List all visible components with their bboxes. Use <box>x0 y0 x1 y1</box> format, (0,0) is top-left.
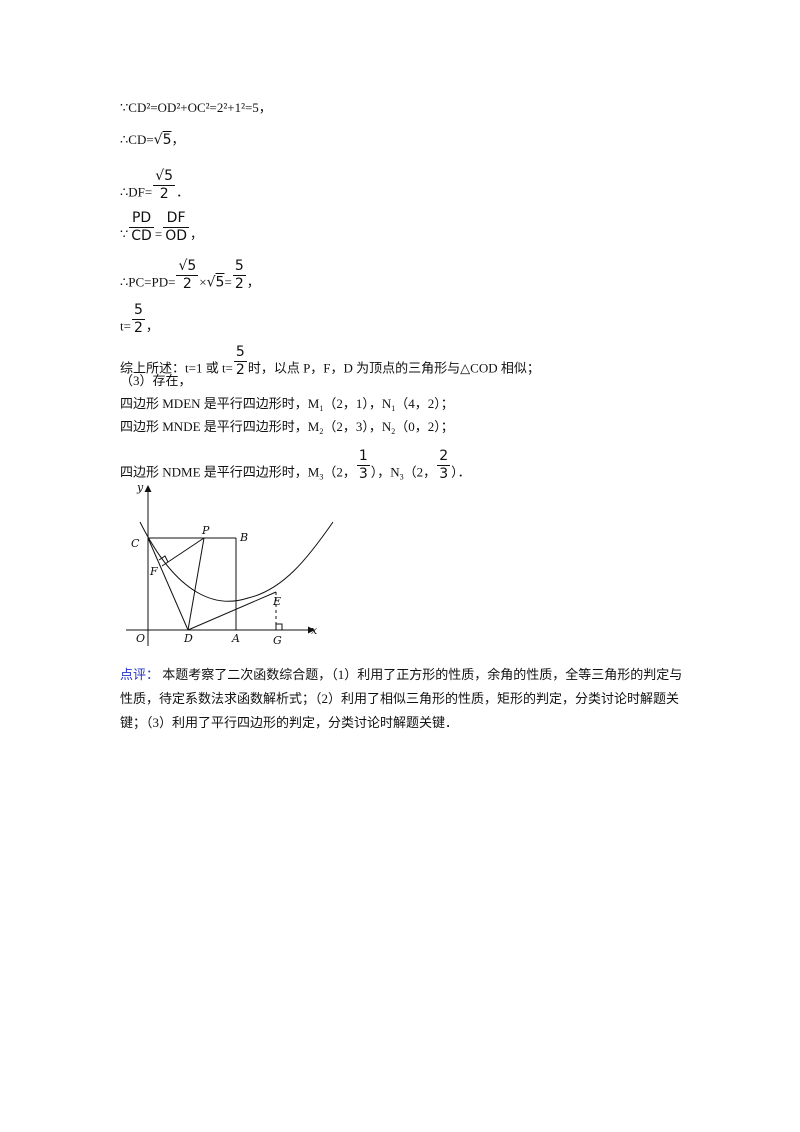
label-p: P <box>201 524 210 537</box>
label-g: G <box>273 634 282 647</box>
line-m1-n1: 四边形 MDEN 是平行四边形时，M1（2，1），N1（4，2）； <box>120 396 454 413</box>
line-cd-value: ∴CD=√5， <box>120 132 185 148</box>
comment-tag: 点评： <box>120 667 160 682</box>
label-o: O <box>136 632 145 645</box>
segment-pf <box>161 537 205 567</box>
geometry-figure: y x O C P B F D A E G <box>126 481 334 647</box>
right-angle-g <box>275 623 283 631</box>
label-a: A <box>231 632 240 645</box>
label-c: C <box>131 537 140 550</box>
line-m2-n2: 四边形 MNDE 是平行四边形时，M2（2，3），N2（0，2）； <box>120 419 454 436</box>
line-part3: （3）存在， <box>120 373 192 388</box>
label-x: x <box>311 624 318 637</box>
label-e: E <box>272 595 281 608</box>
line-cd-squared: ∵CD²=OD²+OC²=2²+1²=5， <box>120 100 272 116</box>
df-prefix: ∴DF= <box>120 184 153 200</box>
cd-squared-text: ∵CD²=OD²+OC²=2²+1²=5， <box>120 100 272 115</box>
segment-de <box>187 591 277 631</box>
comment-paragraph: 点评： 本题考察了二次函数综合题，（1）利用了正方形的性质，余角的性质，全等三角… <box>120 663 695 735</box>
pc-sqrt: √5 <box>206 274 225 291</box>
cd-sqrt: √5 <box>153 132 172 148</box>
label-y: y <box>136 481 144 494</box>
cd-prefix: ∴CD= <box>120 132 154 147</box>
segment-cd <box>147 537 189 631</box>
label-b: B <box>239 531 248 544</box>
right-angle-f <box>158 555 169 563</box>
segment-pd <box>187 537 205 631</box>
label-d: D <box>183 632 193 645</box>
label-f: F <box>149 565 158 578</box>
comment-text: 本题考察了二次函数综合题，（1）利用了正方形的性质，余角的性质，全等三角形的判定… <box>120 667 683 730</box>
parabola-curve <box>139 521 334 602</box>
